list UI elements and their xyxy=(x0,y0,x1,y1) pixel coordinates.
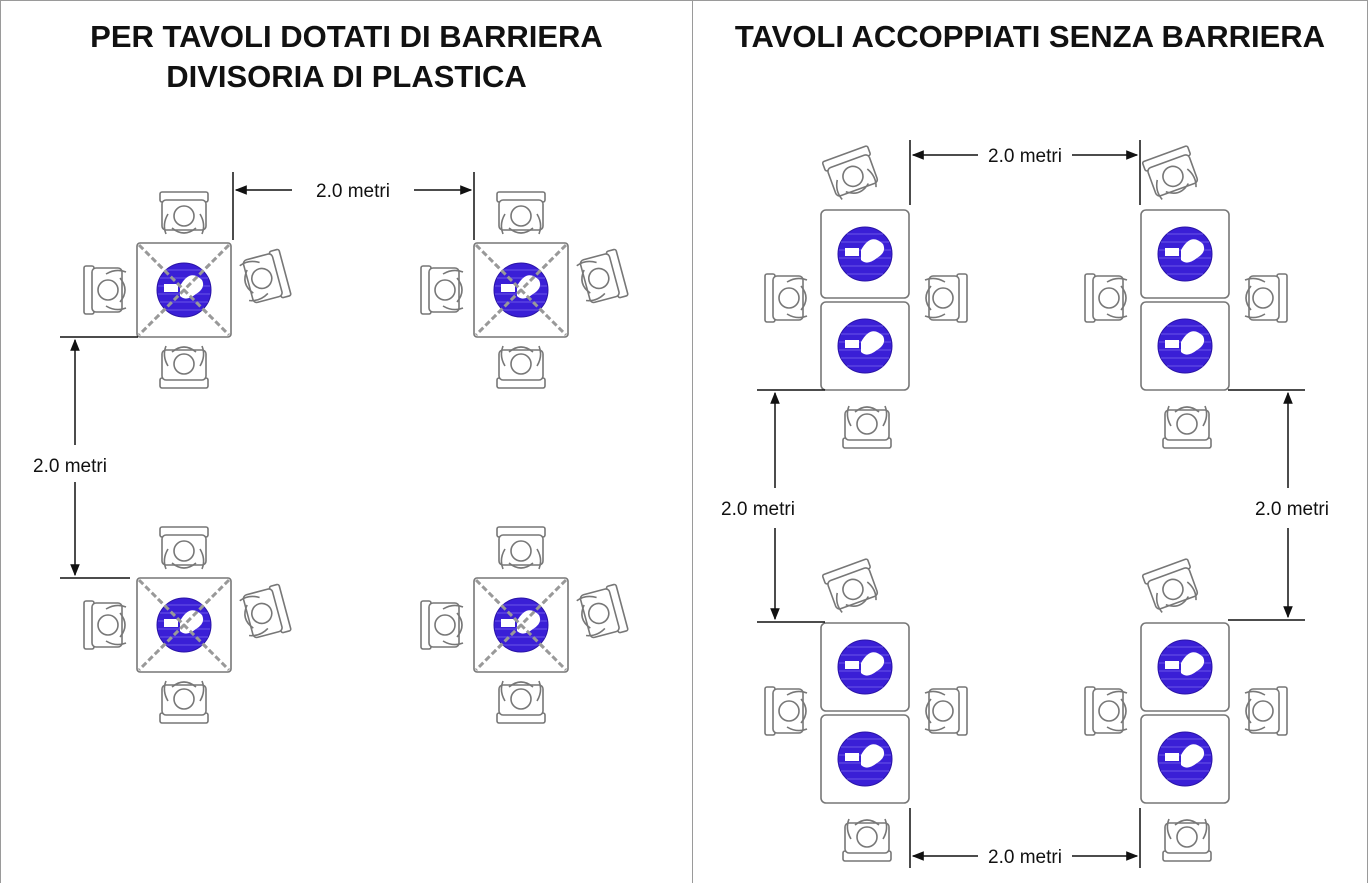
right-dim-left: 2.0 metri xyxy=(721,389,825,623)
right-dim-top-label: 2.0 metri xyxy=(988,146,1062,167)
left-table-group-3 xyxy=(84,527,291,723)
right-dim-left-label: 2.0 metri xyxy=(721,499,795,520)
right-panel: TAVOLI ACCOPPIATI SENZA BARRIERA xyxy=(693,0,1368,883)
left-table-group-4 xyxy=(421,527,628,723)
right-title: TAVOLI ACCOPPIATI SENZA BARRIERA xyxy=(734,19,1326,54)
right-dim-top: 2.0 metri xyxy=(909,140,1141,205)
right-table-group-4 xyxy=(1085,559,1287,861)
left-panel: PER TAVOLI DOTATI DI BARRIERA DIVISORIA … xyxy=(0,0,693,883)
right-table-group-1 xyxy=(765,146,967,448)
right-panel-title: TAVOLI ACCOPPIATI SENZA BARRIERA xyxy=(693,17,1367,57)
left-table-group-2 xyxy=(421,192,628,388)
right-dim-right-label: 2.0 metri xyxy=(1255,499,1329,520)
left-dim-horizontal-label: 2.0 metri xyxy=(316,181,390,202)
left-dim-horizontal: 2.0 metri xyxy=(232,172,475,240)
left-title-line1: PER TAVOLI DOTATI DI BARRIERA xyxy=(90,19,603,54)
left-dim-vertical-label: 2.0 metri xyxy=(33,456,107,477)
left-table-group-1 xyxy=(84,192,291,388)
right-table-group-2 xyxy=(1085,146,1287,448)
right-table-group-3 xyxy=(765,559,967,861)
left-dim-vertical: 2.0 metri xyxy=(33,336,138,579)
right-dim-bottom: 2.0 metri xyxy=(909,808,1141,868)
left-panel-title: PER TAVOLI DOTATI DI BARRIERA DIVISORIA … xyxy=(1,17,692,97)
right-dim-bottom-label: 2.0 metri xyxy=(988,847,1062,868)
left-title-line2: DIVISORIA DI PLASTICA xyxy=(166,59,527,94)
right-dim-right: 2.0 metri xyxy=(1228,389,1329,621)
